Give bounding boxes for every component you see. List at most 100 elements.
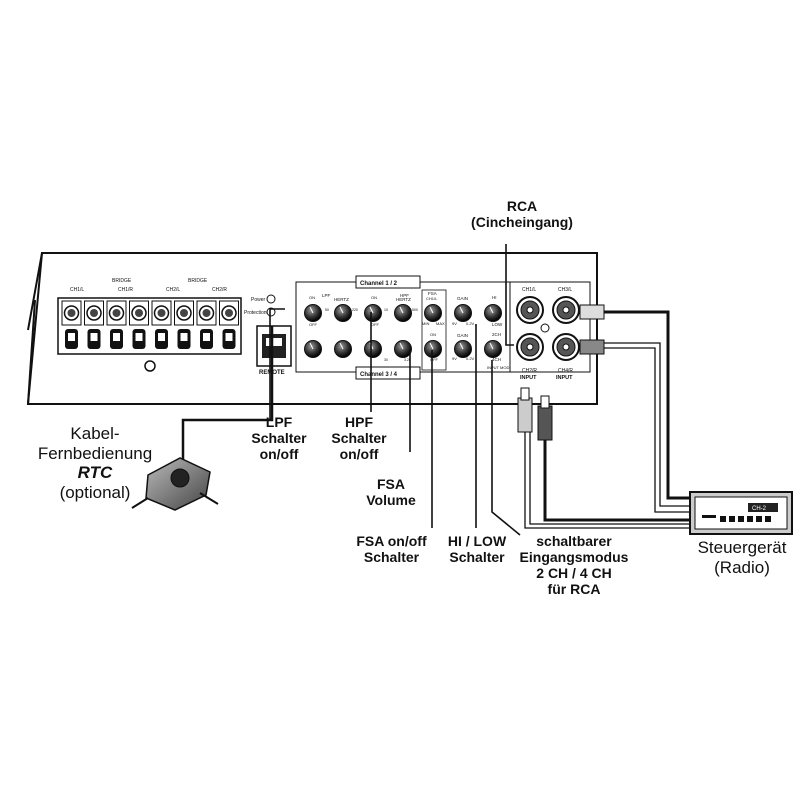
terminal-clamp-hole: [68, 333, 75, 341]
knob-indicator: [399, 342, 404, 350]
fsa-switch-line-1: FSA on/off: [356, 533, 427, 549]
lpf-hertz-label: HERTZ: [334, 297, 349, 302]
lpf-line-2: Schalter: [251, 430, 307, 447]
hpf-scale-low: 10: [384, 308, 388, 312]
hpf-on-label: ON: [371, 295, 377, 300]
rca-jack-pin: [526, 306, 534, 314]
rca-callout: RCA (Cincheingang): [452, 198, 592, 230]
fsa-min-label: MIN: [422, 321, 429, 326]
terminal-clamp-hole: [180, 333, 188, 341]
gain-min-label: 9V: [452, 321, 457, 326]
head-unit-line-2: (Radio): [714, 557, 770, 577]
terminal-label-ch1r: CH1/R: [118, 287, 133, 293]
rca-jack-pin: [562, 343, 570, 351]
protection-label: Protection: [244, 310, 267, 316]
fsa-max-label: MAX: [436, 321, 445, 326]
mount-screw-icon: [144, 360, 156, 372]
mode-line-3: 2 CH / 4 CH: [536, 565, 612, 582]
speaker-terminal-block: BRIDGE BRIDGE CH1/L CH1/R CH2/L CH2/R: [57, 278, 242, 372]
remote-line-4: (optional): [59, 482, 131, 502]
knob-indicator: [309, 306, 314, 314]
rca-input-left-label: INPUT: [520, 375, 537, 381]
knob-indicator: [429, 342, 434, 350]
rca-ch3l-label: CH3/L: [558, 287, 572, 293]
channel-bottom-label: Channel 3 / 4: [360, 372, 398, 378]
power-label: Power: [251, 297, 266, 303]
fsa-channel-label: CH1/L: [426, 296, 438, 301]
fsa-on-label: ON: [430, 332, 436, 337]
fsa-switch-line-2: Schalter: [363, 549, 420, 566]
lpf-panel-label: LPF: [322, 293, 331, 298]
head-unit-radio: CH-2: [689, 491, 793, 535]
channel-top-label: Channel 1 / 2: [360, 281, 398, 287]
bridge-label-right: BRIDGE: [188, 278, 208, 284]
four-ch-label: 4CH: [492, 357, 501, 362]
rca-input-right-label: INPUT: [556, 375, 573, 381]
lpf-callout: LPF Schalter on/off: [244, 414, 314, 462]
lpf-off-label: OFF: [309, 322, 318, 327]
rca-ch4r-label: CH4/R: [558, 368, 573, 374]
rca-cables: [524, 310, 692, 529]
terminal-screw-center: [180, 309, 188, 317]
hpf-line-1: HPF: [345, 414, 373, 430]
rca-input-panel: CH1/L CH3/L CH2/R CH4/R INPUT INPUT: [509, 281, 591, 381]
gain-max-label: 0.2V: [466, 321, 475, 326]
protection-led-icon: [266, 307, 276, 317]
lpf-scale-low: 50: [325, 308, 329, 312]
terminal-screw-center: [225, 309, 233, 317]
hpf-off-label: OFF: [371, 322, 380, 327]
hpf-callout: HPF Schalter on/off: [324, 414, 394, 462]
hpf2-scale-high: 3.2k: [404, 358, 411, 362]
remote-line-2: Fernbedienung: [37, 443, 153, 463]
hpf-line-3: on/off: [339, 446, 379, 463]
fsa-volume-line-2: Volume: [366, 492, 416, 509]
lpf-line-1: LPF: [265, 414, 293, 430]
fsa-off-label: OFF: [430, 357, 439, 362]
hpf-line-2: Schalter: [331, 430, 387, 447]
head-unit-line-1: Steuergerät: [697, 538, 787, 557]
rca-jacks: [516, 296, 580, 361]
hilow-line-1: HI / LOW: [447, 533, 507, 549]
rtc-remote-control: [131, 326, 274, 511]
hi-label: HI: [492, 295, 497, 300]
knob-indicator: [459, 342, 464, 350]
knob-indicator: [339, 342, 344, 350]
hpf-hertz-label: HERTZ: [396, 297, 411, 302]
fsa-volume-callout: FSA Volume: [356, 476, 426, 508]
rca-subtitle: (Cincheingang): [471, 214, 573, 231]
terminal-screw-center: [90, 309, 98, 317]
terminal-screws: [61, 300, 239, 349]
control-knobs: [304, 304, 502, 358]
mode-line-1: schaltbarer: [536, 533, 612, 549]
input-mode-callout: schaltbarer Eingangsmodus 2 CH / 4 CH fü…: [514, 533, 634, 597]
knob-indicator: [339, 306, 344, 314]
terminal-label-ch2l: CH2/L: [166, 287, 180, 293]
head-unit-display: CH-2: [752, 506, 767, 512]
fsa-volume-line-1: FSA: [377, 476, 405, 492]
lpf-line-3: on/off: [259, 446, 299, 463]
mode-line-2: Eingangsmodus: [519, 549, 629, 566]
input-mode-label: INPUT MODE: [487, 365, 512, 370]
fsa-switch-callout: FSA on/off Schalter: [344, 533, 439, 565]
terminal-clamp-hole: [158, 333, 165, 341]
terminal-screw-center: [67, 309, 76, 317]
knob-indicator: [369, 306, 374, 314]
gain2-max-label: 0.2V: [466, 356, 475, 361]
rca-plugs: [517, 304, 605, 441]
rca-ch1l-label: CH1/L: [522, 287, 536, 293]
terminal-clamp-hole: [203, 333, 210, 341]
fsa-panel-label: FSA: [428, 291, 437, 296]
gain-bottom-label: GAIN: [457, 333, 468, 338]
knob-indicator: [489, 342, 494, 350]
gain-top-label: GAIN: [457, 296, 468, 301]
remote-callout: Kabel- Fernbedienung RTC (optional): [20, 424, 170, 502]
knob-indicator: [309, 342, 314, 350]
hilow-line-2: Schalter: [449, 549, 505, 566]
hpf2-scale-low: 30: [384, 358, 388, 362]
rca-jack-pin: [526, 343, 534, 351]
terminal-screw-center: [112, 309, 121, 317]
rca-screw-icon: [540, 323, 550, 333]
two-ch-label: 2CH: [492, 332, 501, 337]
